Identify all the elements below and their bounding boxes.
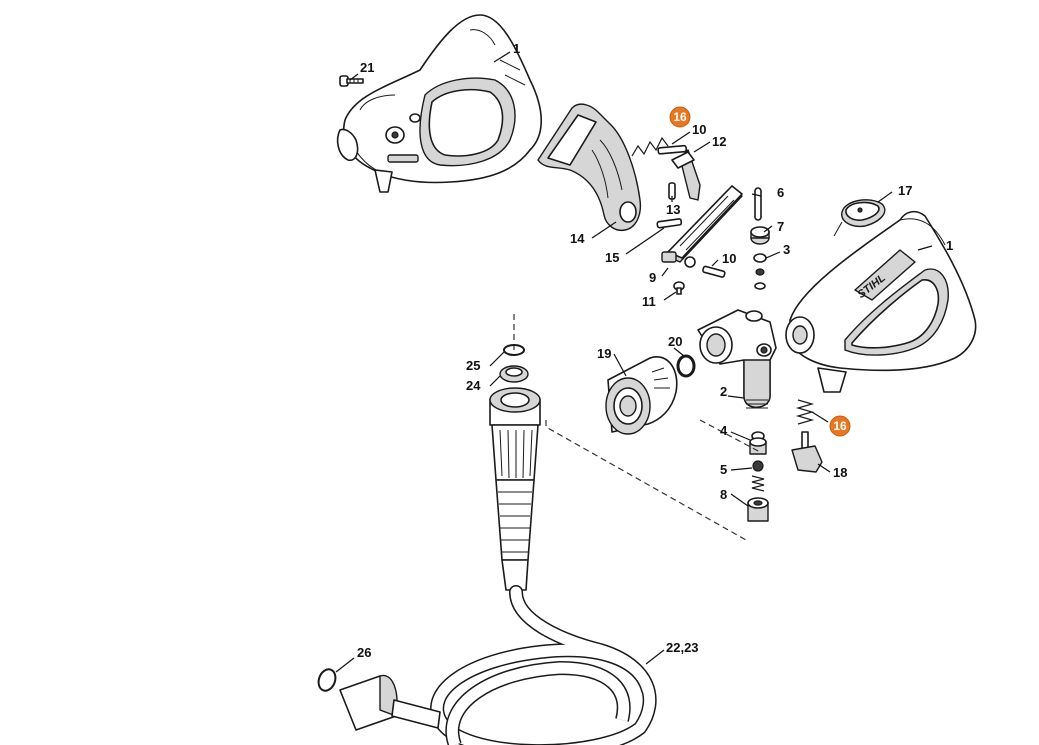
part-1-housing-left	[336, 14, 542, 193]
callout-13: 13	[666, 202, 680, 217]
part-5-ball	[752, 460, 764, 472]
callout-10-top: 10	[692, 122, 706, 137]
part-7-nut	[750, 226, 770, 245]
part-8-plug	[747, 497, 769, 522]
part-4-insert	[749, 431, 767, 455]
highlight-16-bottom	[829, 415, 851, 437]
part-22-23-hose	[339, 387, 657, 745]
callout-18: 18	[833, 465, 847, 480]
part-19-nut	[605, 356, 678, 435]
part-10-pin-top	[657, 144, 688, 155]
part-10-pin-mid	[702, 265, 726, 278]
callout-16-bottom[interactable]: 16	[833, 419, 847, 433]
callout-8: 8	[720, 487, 727, 502]
callout-7: 7	[777, 219, 784, 234]
callout-2: 2	[720, 384, 727, 399]
part-20-oring	[676, 354, 696, 378]
callout-9: 9	[649, 270, 656, 285]
callout-3: 3	[783, 242, 790, 257]
part-14-trigger	[537, 103, 642, 232]
callout-12: 12	[712, 134, 726, 149]
part-25-oring	[503, 344, 525, 356]
part-1-housing-right: STIHL	[785, 210, 977, 393]
callout-11: 11	[642, 294, 656, 309]
part-16-spring-top	[631, 136, 669, 157]
part-5-spring	[751, 475, 765, 492]
part-16-spring-bottom	[795, 399, 815, 425]
callout-24: 24	[466, 378, 481, 393]
callout-1-right: 1	[946, 238, 953, 253]
callout-26: 26	[357, 645, 371, 660]
leader-lines	[335, 51, 933, 673]
part-21-screw	[339, 75, 364, 87]
callout-10-mid: 10	[722, 251, 736, 266]
part-9-slider	[661, 185, 743, 268]
part-2-valve-body	[697, 309, 777, 409]
callout-5: 5	[720, 462, 727, 477]
callout-22-23: 22,23	[666, 640, 699, 655]
part-11-screw	[673, 281, 685, 295]
callout-labels: 21 1 16 10 12 6 17 1 13 7 14 3 15 10 9 1…	[357, 41, 953, 660]
callout-16-top[interactable]: 16	[673, 110, 687, 124]
callout-20: 20	[668, 334, 682, 349]
callout-15: 15	[605, 250, 619, 265]
callout-21: 21	[360, 60, 374, 75]
callout-1-left: 1	[513, 41, 520, 56]
callout-6: 6	[777, 185, 784, 200]
part-18-lever	[791, 431, 823, 473]
callout-14: 14	[570, 231, 585, 246]
part-6-pin	[754, 187, 762, 221]
part-3-orings	[753, 253, 767, 290]
part-15-pin	[656, 218, 683, 229]
part-24-ring	[499, 365, 529, 383]
highlight-16-top	[669, 106, 691, 128]
part-17-cap	[833, 199, 886, 237]
part-12-link	[671, 149, 701, 201]
part-26-oring	[317, 668, 337, 692]
callout-17: 17	[898, 183, 912, 198]
callout-25: 25	[466, 358, 480, 373]
callout-4: 4	[720, 423, 728, 438]
callout-19: 19	[597, 346, 611, 361]
